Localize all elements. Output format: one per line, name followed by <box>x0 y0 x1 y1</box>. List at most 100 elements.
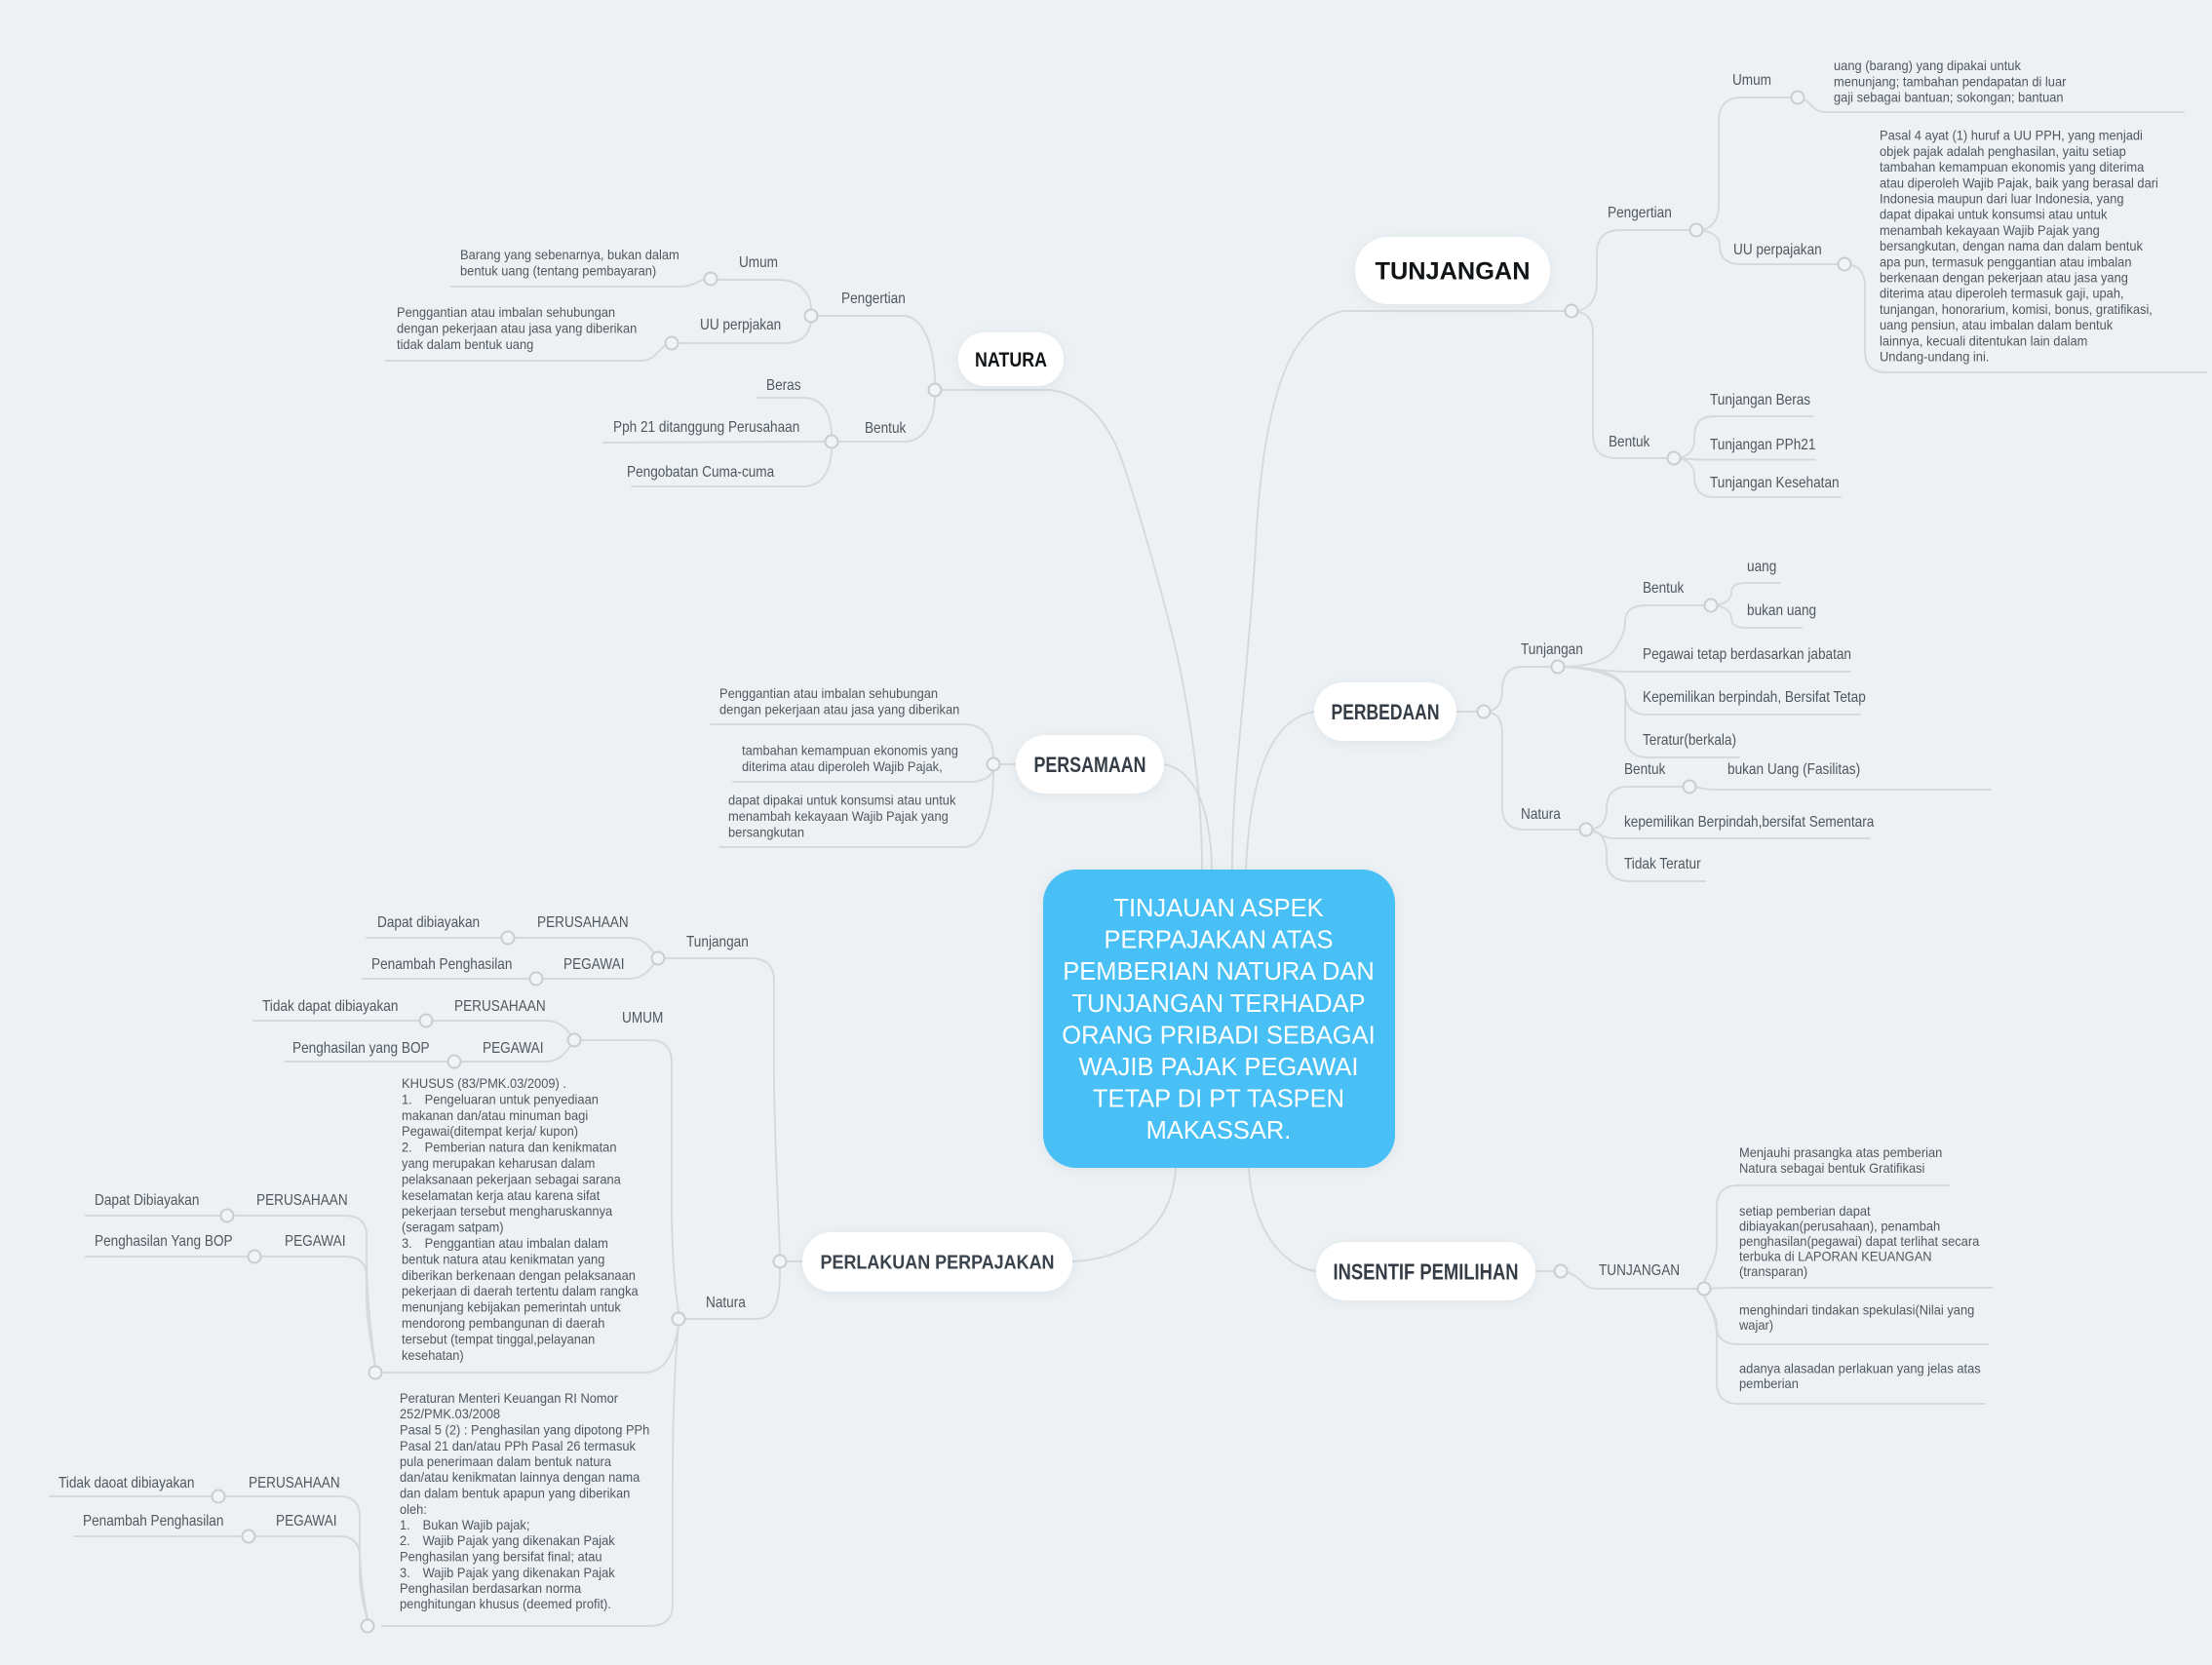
svg-text:PEGAWAI: PEGAWAI <box>285 1233 346 1250</box>
svg-text:penghitungan khusus (deemed pr: penghitungan khusus (deemed profit). <box>400 1596 611 1611</box>
svg-text:ORANG PRIBADI SEBAGAI: ORANG PRIBADI SEBAGAI <box>1062 1020 1375 1049</box>
svg-text:Umum: Umum <box>739 254 778 271</box>
svg-text:Tunjangan Beras: Tunjangan Beras <box>1710 392 1810 408</box>
svg-text:Tidak daoat dibiayakan: Tidak daoat dibiayakan <box>58 1475 194 1491</box>
svg-text:3. Wajib Pajak yang dikenakan: 3. Wajib Pajak yang dikenakan Pajak <box>400 1565 616 1580</box>
svg-text:pelaksanaan pekerjaan sebagai: pelaksanaan pekerjaan sebagai sarana <box>402 1171 621 1186</box>
svg-text:Pengertian: Pengertian <box>1608 205 1672 221</box>
svg-text:diterima atau diperoleh Wajib: diterima atau diperoleh Wajib Pajak, <box>742 758 943 774</box>
svg-text:gaji sebagai bantuan; sokongan: gaji sebagai bantuan; sokongan; bantuan <box>1834 90 2064 105</box>
svg-text:uang pensiun, atau imbalan dal: uang pensiun, atau imbalan dalam bentuk <box>1880 317 2114 332</box>
svg-text:mendorong pembangunan di daera: mendorong pembangunan di daerah <box>402 1315 604 1331</box>
svg-text:UU perpajakan: UU perpajakan <box>1733 242 1822 258</box>
svg-text:INSENTIF PEMILIHAN: INSENTIF PEMILIHAN <box>1334 1258 1519 1284</box>
svg-text:atau diperoleh Wajib Pajak, ba: atau diperoleh Wajib Pajak, baik yang be… <box>1880 174 2158 190</box>
svg-text:PERUSAHAAN: PERUSAHAAN <box>537 914 629 931</box>
svg-text:PERPAJAKAN ATAS: PERPAJAKAN ATAS <box>1104 925 1333 954</box>
svg-text:Barang yang sebenarnya, bukan: Barang yang sebenarnya, bukan dalam <box>460 247 679 262</box>
svg-text:(transparan): (transparan) <box>1739 1263 1807 1279</box>
svg-text:lainnya, kecuali ditentukan la: lainnya, kecuali ditentukan lain dalam <box>1880 332 2087 348</box>
svg-text:UMUM: UMUM <box>622 1010 663 1026</box>
svg-text:diterima atau diperoleh termas: diterima atau diperoleh termasuk gaji, u… <box>1880 286 2124 301</box>
svg-text:menambah kekayaan Wajib Pajak: menambah kekayaan Wajib Pajak yang <box>728 808 949 824</box>
svg-text:Pengobatan Cuma-cuma: Pengobatan Cuma-cuma <box>627 464 774 481</box>
svg-text:Penambah Penghasilan: Penambah Penghasilan <box>83 1513 223 1529</box>
svg-text:menunjang kebijakan pemerintah: menunjang kebijakan pemerintah untuk <box>402 1299 622 1315</box>
svg-text:pula penerimaan dalam bentuk n: pula penerimaan dalam bentuk natura <box>400 1453 611 1469</box>
svg-text:252/PMK.03/2008: 252/PMK.03/2008 <box>400 1406 500 1421</box>
svg-text:(seragam satpam): (seragam satpam) <box>402 1220 504 1235</box>
svg-text:keselamatan kerja atau karena: keselamatan kerja atau karena sifat <box>402 1187 600 1203</box>
svg-text:Dapat dibiayakan: Dapat dibiayakan <box>377 914 480 931</box>
svg-text:Penggantian atau imbalan sehub: Penggantian atau imbalan sehubungan <box>719 685 938 701</box>
svg-text:uang (barang) yang dipakai unt: uang (barang) yang dipakai untuk <box>1834 58 2022 73</box>
svg-text:pekerjaan di daerah tertentu d: pekerjaan di daerah tertentu dalam rangk… <box>402 1283 639 1298</box>
svg-text:diberikan berkenaan dengan pel: diberikan berkenaan dengan pelaksanaan <box>402 1267 636 1283</box>
svg-text:Penghasilan yang bersifat fina: Penghasilan yang bersifat final; atau <box>400 1549 602 1565</box>
svg-text:bersangkutan: bersangkutan <box>728 825 804 840</box>
svg-text:Natura: Natura <box>706 1295 746 1311</box>
svg-text:PERUSAHAAN: PERUSAHAAN <box>454 998 546 1015</box>
svg-text:Bentuk: Bentuk <box>1609 434 1650 450</box>
svg-text:objek pajak adalah penghasilan: objek pajak adalah penghasilan, yaitu se… <box>1880 143 2126 159</box>
svg-text:3. Penggantian atau imbalan d: 3. Penggantian atau imbalan dalam <box>402 1235 608 1251</box>
svg-text:menambah kekayaan Wajib Pajak: menambah kekayaan Wajib Pajak yang <box>1880 222 2100 238</box>
svg-text:UU perpjakan: UU perpjakan <box>700 317 781 333</box>
svg-text:Tunjangan: Tunjangan <box>686 934 749 950</box>
svg-text:berkenaan dengan pekerjaan ata: berkenaan dengan pekerjaan atau jasa yan… <box>1880 270 2128 286</box>
svg-text:PERUSAHAAN: PERUSAHAAN <box>256 1192 348 1209</box>
svg-text:Pasal 4 ayat (1) huruf a UU PP: Pasal 4 ayat (1) huruf a UU PPH, yang me… <box>1880 128 2143 143</box>
svg-text:TINJAUAN ASPEK: TINJAUAN ASPEK <box>1113 893 1324 922</box>
svg-text:NATURA: NATURA <box>975 349 1047 371</box>
svg-text:Pasal 21 dan/atau PPh Pasal 26: Pasal 21 dan/atau PPh Pasal 26 termasuk <box>400 1438 637 1453</box>
svg-text:Pph 21 ditanggung Perusahaan: Pph 21 ditanggung Perusahaan <box>613 419 799 436</box>
svg-text:pekerjaan tersebut mengharuska: pekerjaan tersebut mengharuskannya <box>402 1203 612 1219</box>
svg-text:makanan dan/atau minuman bagi: makanan dan/atau minuman bagi <box>402 1107 588 1123</box>
svg-text:PEGAWAI: PEGAWAI <box>276 1513 337 1529</box>
svg-text:Natura sebagai bentuk Gratifik: Natura sebagai bentuk Gratifikasi <box>1739 1160 1924 1176</box>
svg-text:tambahan kemampuan ekonomis ya: tambahan kemampuan ekonomis yang diterim… <box>1880 159 2144 174</box>
svg-text:Pegawai(ditempat kerja/ kupon): Pegawai(ditempat kerja/ kupon) <box>402 1123 578 1139</box>
svg-text:2. Pemberian natura dan kenik: 2. Pemberian natura dan kenikmatan <box>402 1140 617 1155</box>
svg-text:tidak dalam bentuk uang: tidak dalam bentuk uang <box>397 336 533 352</box>
svg-text:Umum: Umum <box>1732 72 1771 89</box>
svg-text:kepemilikan Berpindah,bersifat: kepemilikan Berpindah,bersifat Sementara <box>1624 814 1874 831</box>
svg-text:Menjauhi prasangka atas pember: Menjauhi prasangka atas pemberian <box>1739 1144 1942 1160</box>
svg-text:bukan Uang (Fasilitas): bukan Uang (Fasilitas) <box>1727 761 1860 778</box>
svg-text:PERBEDAAN: PERBEDAAN <box>1332 700 1440 724</box>
svg-text:Penambah Penghasilan: Penambah Penghasilan <box>371 956 512 973</box>
svg-text:PEMBERIAN NATURA DAN: PEMBERIAN NATURA DAN <box>1063 956 1375 986</box>
svg-text:Pegawai tetap berdasarkan jaba: Pegawai tetap berdasarkan jabatan <box>1643 646 1851 663</box>
svg-text:uang: uang <box>1747 559 1776 575</box>
svg-text:kesehatan): kesehatan) <box>402 1347 464 1363</box>
svg-text:bentuk natura atau kenikmatan: bentuk natura atau kenikmatan yang <box>402 1251 604 1266</box>
svg-text:dibiayakan(perusahaan), penamb: dibiayakan(perusahaan), penambah <box>1739 1219 1940 1234</box>
svg-text:2. Wajib Pajak yang dikenakan: 2. Wajib Pajak yang dikenakan Pajak <box>400 1532 616 1548</box>
svg-text:PERSAMAAN: PERSAMAAN <box>1034 753 1146 777</box>
svg-text:Pengertian: Pengertian <box>841 290 906 307</box>
svg-text:MAKASSAR.: MAKASSAR. <box>1146 1115 1292 1144</box>
svg-text:bersangkutan, dengan nama dan: bersangkutan, dengan nama dan dalam bent… <box>1880 238 2144 253</box>
svg-text:oleh:: oleh: <box>400 1501 427 1517</box>
svg-text:Tunjangan: Tunjangan <box>1521 641 1583 658</box>
svg-text:1. Pengeluaran untuk penyedia: 1. Pengeluaran untuk penyediaan <box>402 1091 599 1106</box>
svg-text:Natura: Natura <box>1521 806 1561 823</box>
svg-text:PERUSAHAAN: PERUSAHAAN <box>249 1475 340 1491</box>
svg-text:tunjangan, honorarium, komisi,: tunjangan, honorarium, komisi, bonus, gr… <box>1880 301 2153 317</box>
svg-text:TUNJANGAN: TUNJANGAN <box>1376 258 1531 286</box>
svg-text:Tunjangan Kesehatan: Tunjangan Kesehatan <box>1710 475 1840 491</box>
svg-text:KHUSUS (83/PMK.03/2009) .: KHUSUS (83/PMK.03/2009) . <box>402 1075 566 1091</box>
svg-text:Penghasilan yang BOP: Penghasilan yang BOP <box>292 1040 430 1057</box>
svg-text:TUNJANGAN: TUNJANGAN <box>1599 1262 1680 1279</box>
svg-text:Beras: Beras <box>766 377 801 394</box>
svg-text:bentuk uang (tentang pembayara: bentuk uang (tentang pembayaran) <box>460 263 656 279</box>
svg-text:Tunjangan PPh21: Tunjangan PPh21 <box>1710 437 1815 453</box>
svg-text:PEGAWAI: PEGAWAI <box>563 956 625 973</box>
svg-text:wajar): wajar) <box>1738 1317 1773 1333</box>
svg-text:Pasal 5 (2) : Penghasilan yang: Pasal 5 (2) : Penghasilan yang dipotong … <box>400 1422 649 1438</box>
svg-text:Indonesia maupun dari luar Ind: Indonesia maupun dari luar Indonesia, ya… <box>1880 191 2124 207</box>
svg-text:1. Bukan Wajib pajak;: 1. Bukan Wajib pajak; <box>400 1517 529 1532</box>
svg-text:Undang-undang ini.: Undang-undang ini. <box>1880 349 1989 365</box>
svg-text:Tidak dapat dibiayakan: Tidak dapat dibiayakan <box>262 998 398 1015</box>
svg-text:adanya alasadan perlakuan yang: adanya alasadan perlakuan yang jelas ata… <box>1739 1361 1981 1376</box>
